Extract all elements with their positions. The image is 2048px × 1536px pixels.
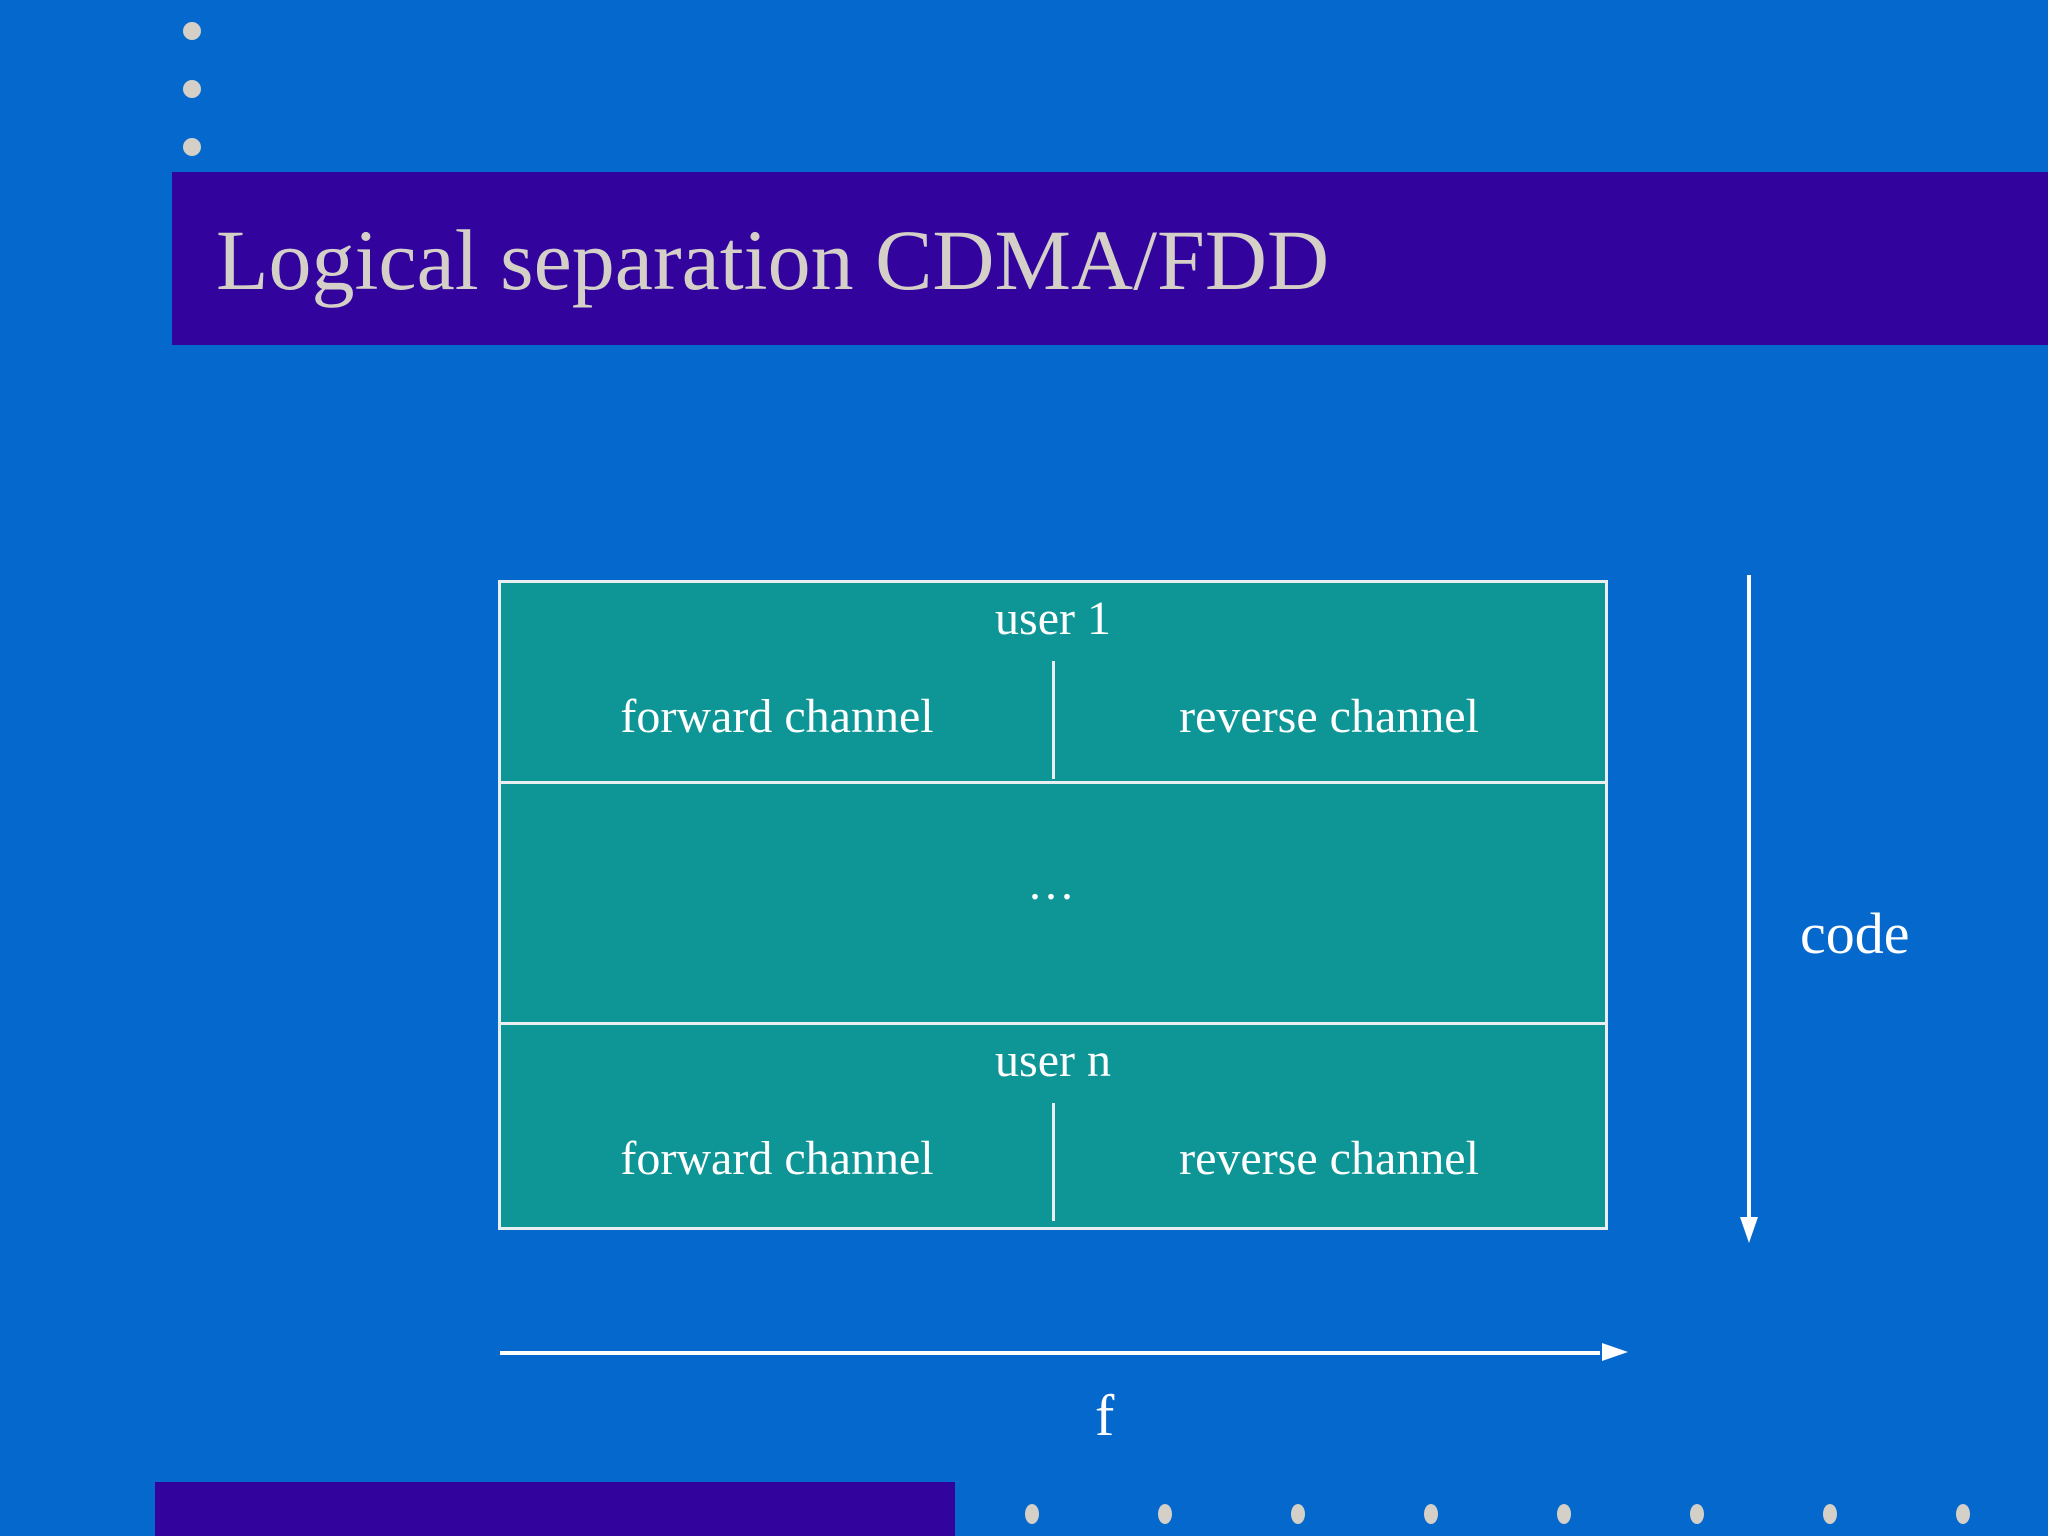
bullet-dot-3-icon [183, 138, 201, 156]
footer-dot-6-icon [1690, 1504, 1704, 1524]
title-bar [172, 172, 2048, 345]
footer-dot-7-icon [1823, 1504, 1837, 1524]
ellipsis-label: ... [1029, 857, 1077, 910]
footer-dot-3-icon [1291, 1504, 1305, 1524]
user-1-forward-channel-label: forward channel [620, 689, 934, 743]
footer-dot-8-icon [1956, 1504, 1970, 1524]
channel-allocation-diagram: user 1 forward channel reverse channel .… [498, 580, 1608, 1230]
code-axis-arrowhead-icon [1740, 1217, 1758, 1243]
code-axis-arrow-icon [1738, 575, 1762, 1243]
diagram-row-ellipsis: ... [501, 784, 1605, 1025]
diagram-row-user-1: user 1 forward channel reverse channel [501, 583, 1605, 784]
footer-dot-5-icon [1557, 1504, 1571, 1524]
frequency-axis-shaft [500, 1351, 1600, 1355]
page-title: Logical separation CDMA/FDD [216, 212, 1330, 308]
user-1-label: user 1 [995, 592, 1111, 645]
user-n-label: user n [995, 1034, 1111, 1087]
user-n-channels: forward channel reverse channel [501, 1103, 1605, 1213]
bullet-dot-1-icon [183, 22, 201, 40]
footer-dots [1025, 1504, 1975, 1526]
code-axis-shaft [1747, 575, 1751, 1219]
code-axis-label: code [1800, 901, 1910, 966]
user-n-reverse-channel-label: reverse channel [1179, 1131, 1479, 1185]
user-1-channel-divider [1052, 661, 1055, 779]
diagram-row-user-n: user n forward channel reverse channel [501, 1025, 1605, 1227]
frequency-axis-arrowhead-icon [1602, 1343, 1628, 1361]
footer-dot-4-icon [1424, 1504, 1438, 1524]
footer-dot-1-icon [1025, 1504, 1039, 1524]
user-1-channels: forward channel reverse channel [501, 661, 1605, 771]
footer-bar [155, 1482, 955, 1536]
bullet-dot-2-icon [183, 80, 201, 98]
user-n-forward-channel-label: forward channel [620, 1131, 934, 1185]
user-n-channel-divider [1052, 1103, 1055, 1221]
frequency-axis-arrow-icon [500, 1342, 1628, 1366]
top-bullet-dots [183, 22, 223, 156]
user-1-reverse-channel-label: reverse channel [1179, 689, 1479, 743]
frequency-axis-label: f [1095, 1383, 1115, 1448]
footer-dot-2-icon [1158, 1504, 1172, 1524]
